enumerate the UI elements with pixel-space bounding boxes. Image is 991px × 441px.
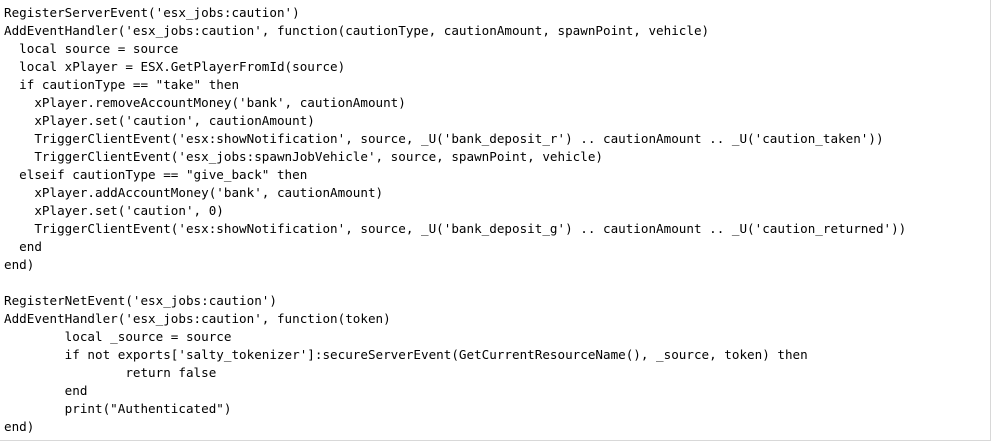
code-line-9: TriggerClientEvent('esx_jobs:spawnJobVeh… xyxy=(4,149,603,164)
code-line-16 xyxy=(4,274,906,292)
code-line-15: end) xyxy=(4,257,35,272)
code-line-23: print("Authenticated") xyxy=(4,401,232,416)
code-line-18: AddEventHandler('esx_jobs:caution', func… xyxy=(4,311,391,326)
code-line-19: local _source = source xyxy=(4,329,232,344)
code-line-12: xPlayer.set('caution', 0) xyxy=(4,203,224,218)
code-line-7: xPlayer.set('caution', cautionAmount) xyxy=(4,113,315,128)
code-line-24: end) xyxy=(4,419,35,434)
code-line-17: RegisterNetEvent('esx_jobs:caution') xyxy=(4,293,277,308)
code-line-11: xPlayer.addAccountMoney('bank', cautionA… xyxy=(4,185,384,200)
code-line-20: if not exports['salty_tokenizer']:secure… xyxy=(4,347,808,362)
code-line-14: end xyxy=(4,239,42,254)
code-line-6: xPlayer.removeAccountMoney('bank', cauti… xyxy=(4,95,406,110)
code-line-21: return false xyxy=(4,365,217,380)
code-line-1: RegisterServerEvent('esx_jobs:caution') xyxy=(4,5,300,20)
code-line-22: end xyxy=(4,383,88,398)
code-line-8: TriggerClientEvent('esx:showNotification… xyxy=(4,131,884,146)
code-line-13: TriggerClientEvent('esx:showNotification… xyxy=(4,221,907,236)
code-line-3: local source = source xyxy=(4,41,179,56)
code-text[interactable]: RegisterServerEvent('esx_jobs:caution') A… xyxy=(4,4,906,436)
code-line-5: if cautionType == "take" then xyxy=(4,77,240,92)
code-line-10: elseif cautionType == "give_back" then xyxy=(4,167,308,182)
code-line-2: AddEventHandler('esx_jobs:caution', func… xyxy=(4,23,710,38)
code-line-4: local xPlayer = ESX.GetPlayerFromId(sour… xyxy=(4,59,346,74)
